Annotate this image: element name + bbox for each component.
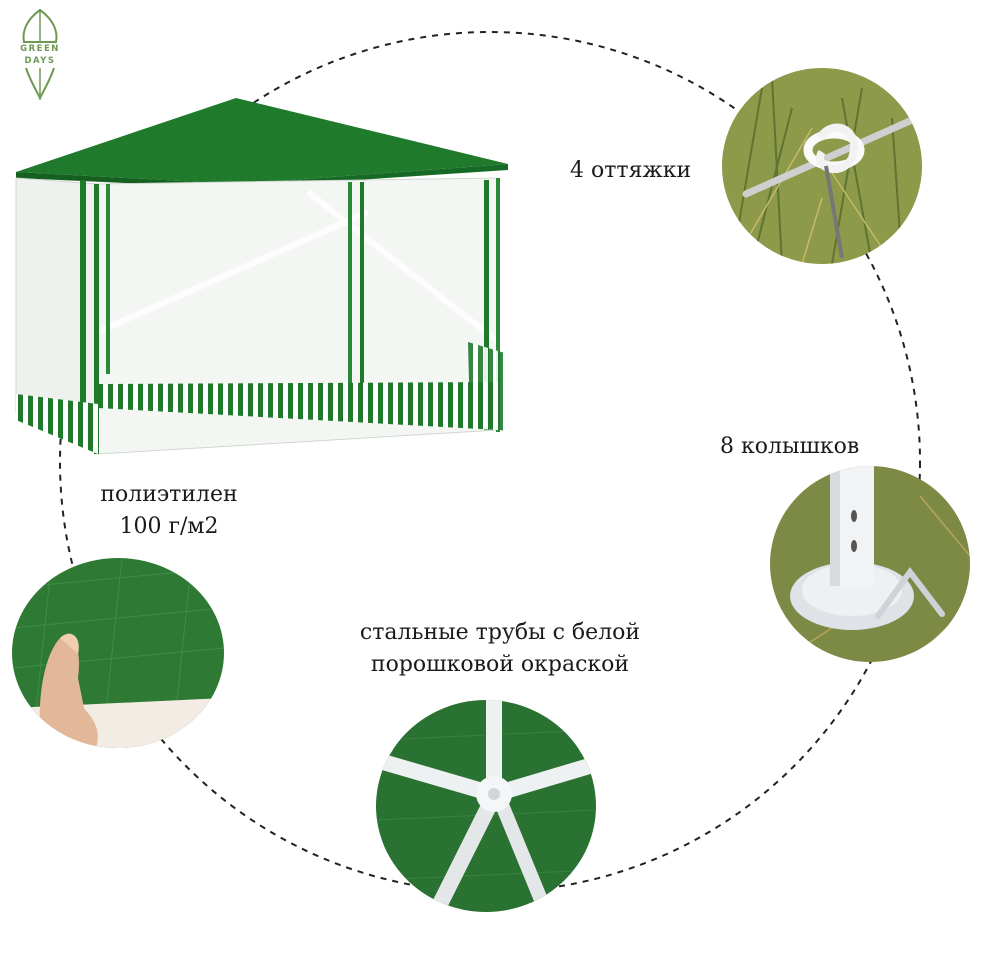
caption-guy-ropes: 4 оттяжки: [570, 158, 692, 183]
tent-photo: [15, 98, 508, 455]
caption-frame-line2: порошковой окраской: [370, 652, 630, 677]
leaf-logo-icon: [22, 8, 58, 101]
pole-peg-photo: [770, 466, 970, 662]
logo-text-line1: GREEN: [20, 44, 60, 54]
frame-joint-photo: [376, 700, 596, 912]
caption-pegs: 8 колышков: [720, 434, 860, 459]
caption-material-line1: полиэтилен: [100, 482, 238, 507]
logo-text-line2: DAYS: [24, 56, 56, 66]
fabric-photo: [12, 558, 224, 748]
guy-rope-photo: [722, 68, 922, 264]
caption-material-line2: 100 г/м2: [119, 514, 219, 539]
brand-logo: GREEN DAYS: [8, 6, 72, 102]
caption-frame-line1: стальные трубы с белой: [359, 620, 641, 645]
